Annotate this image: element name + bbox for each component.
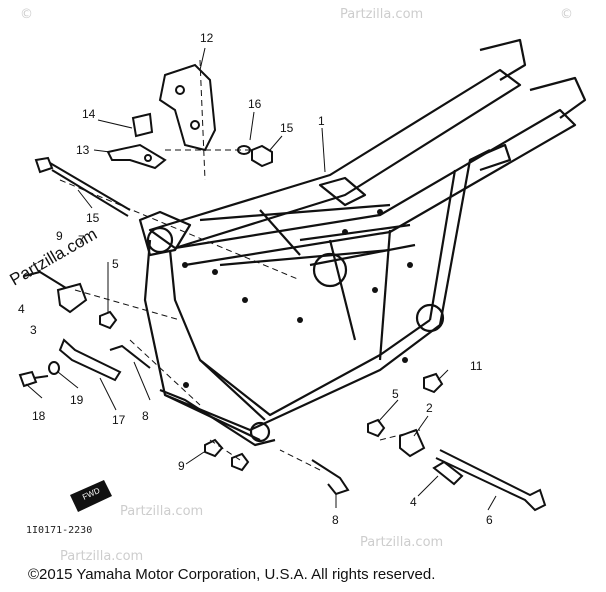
bracket-part-2 xyxy=(399,428,426,458)
nut-part-15 xyxy=(251,144,273,168)
callout-11: 11 xyxy=(470,359,483,373)
callout-7: 7 xyxy=(78,233,85,247)
bolt-part-4 xyxy=(23,270,67,289)
nut-part-5 xyxy=(99,310,118,330)
watermark-text: Partzilla.com xyxy=(60,549,143,564)
callout-16: 16 xyxy=(248,97,262,111)
bracket-part-17 xyxy=(58,338,122,382)
callout-18: 18 xyxy=(32,409,46,423)
callout-19: 19 xyxy=(70,393,84,407)
watermarks: © Partzilla.com Partzilla.com Partzilla.… xyxy=(20,7,573,564)
bracket-part-3 xyxy=(56,282,88,314)
callout-numbers: 1 2 3 4 4 5 5 6 7 8 8 9 9 11 12 13 14 15… xyxy=(18,31,493,527)
washer-part-19 xyxy=(48,361,60,375)
nut-part-9 xyxy=(204,438,250,472)
callout-13: 13 xyxy=(76,143,90,157)
watermark-text: Partzilla.com xyxy=(120,504,203,519)
callout-12: 12 xyxy=(200,31,214,45)
bolt-part-8 xyxy=(109,344,151,369)
callout-15: 15 xyxy=(280,121,294,135)
callout-4: 4 xyxy=(18,302,25,316)
watermark-symbol: © xyxy=(560,7,573,22)
watermark-symbol: © xyxy=(20,7,33,22)
bolt-part-15 xyxy=(34,156,131,217)
callout-4: 4 xyxy=(410,495,417,509)
main-frame xyxy=(138,38,587,447)
frame-mount-holes xyxy=(182,209,413,388)
bolt-part-4b xyxy=(432,460,464,486)
diagram-part-code: 1I0171-2230 xyxy=(26,525,92,536)
forward-direction-badge: FWD xyxy=(70,480,112,512)
callout-leaders xyxy=(25,47,497,511)
callout-17: 17 xyxy=(112,413,126,427)
nut-part-5b xyxy=(367,418,386,438)
nut-part-11 xyxy=(423,372,444,394)
watermark-text: Partzilla.com xyxy=(340,7,423,22)
plate-part-14 xyxy=(131,112,154,138)
callout-9: 9 xyxy=(178,459,185,473)
washer-part-16 xyxy=(237,145,251,155)
callout-5: 5 xyxy=(112,257,119,271)
callout-2: 2 xyxy=(426,401,433,415)
bolt-part-8b xyxy=(311,459,350,496)
callout-9: 9 xyxy=(56,229,63,243)
callout-8: 8 xyxy=(332,513,339,527)
watermark-text: Partzilla.com xyxy=(360,535,443,550)
callout-8: 8 xyxy=(142,409,149,423)
callout-5: 5 xyxy=(392,387,399,401)
bracket-part-12 xyxy=(158,63,217,152)
callout-15: 15 xyxy=(86,211,100,225)
callout-6: 6 xyxy=(486,513,493,527)
axle-part-6 xyxy=(435,449,547,512)
callout-14: 14 xyxy=(82,107,96,121)
bracket-part-13 xyxy=(106,143,167,170)
callout-1: 1 xyxy=(318,114,325,128)
copyright-notice: ©2015 Yamaha Motor Corporation, U.S.A. A… xyxy=(28,566,436,583)
callout-3: 3 xyxy=(30,323,37,337)
bolt-part-18 xyxy=(18,370,49,388)
